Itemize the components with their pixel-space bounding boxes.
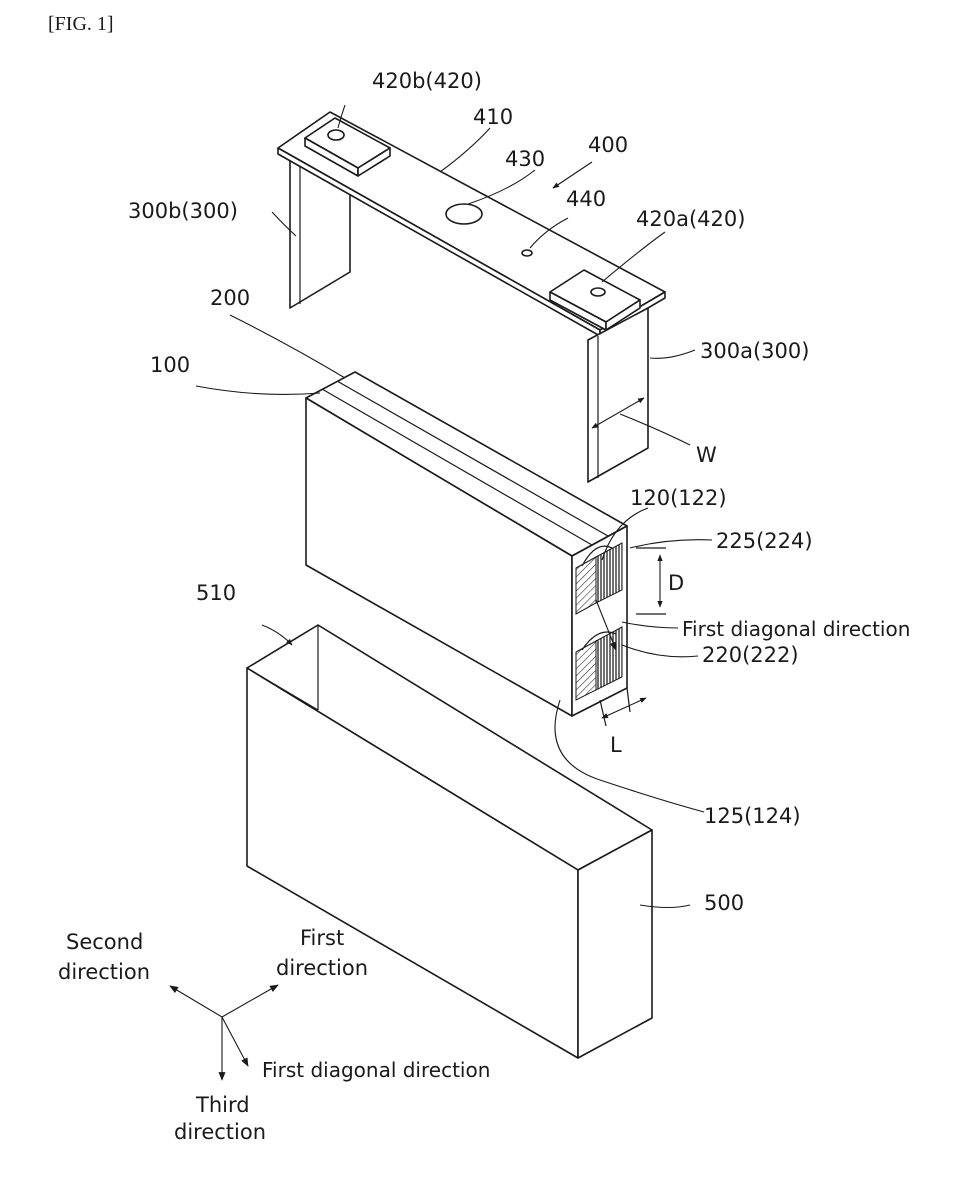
label-430: 430 bbox=[505, 147, 545, 171]
label-220: 220(222) bbox=[702, 643, 799, 667]
label-200: 200 bbox=[210, 286, 250, 310]
label-l: L bbox=[610, 733, 622, 757]
label-440: 440 bbox=[566, 187, 606, 211]
label-125: 125(124) bbox=[704, 804, 801, 828]
label-225: 225(224) bbox=[716, 529, 813, 553]
case-end-face bbox=[578, 830, 652, 1058]
uncoated-region-125 bbox=[576, 641, 596, 700]
label-400: 400 bbox=[588, 133, 628, 157]
label-w: W bbox=[696, 443, 717, 467]
label-420a: 420a(420) bbox=[636, 207, 745, 231]
label-410: 410 bbox=[473, 105, 513, 129]
axis-first-line2: direction bbox=[276, 956, 368, 980]
label-510: 510 bbox=[196, 581, 236, 605]
terminal-hole-420b bbox=[328, 130, 344, 140]
figure-label: [FIG. 1] bbox=[48, 13, 114, 35]
label-420b: 420b(420) bbox=[372, 69, 482, 93]
first-direction-arrow bbox=[222, 985, 278, 1017]
terminal-hole-420a bbox=[591, 288, 605, 296]
axis-second-line1: Second bbox=[66, 930, 143, 954]
axis-diagonal: First diagonal direction bbox=[262, 1058, 490, 1082]
opening-510-arrow bbox=[262, 625, 292, 645]
label-first-diagonal: First diagonal direction bbox=[682, 617, 910, 641]
length-dimension-arrow bbox=[602, 698, 646, 718]
axis-first-line1: First bbox=[300, 926, 344, 950]
label-120: 120(122) bbox=[630, 486, 727, 510]
vent-430 bbox=[446, 204, 482, 224]
axis-second-line2: direction bbox=[58, 960, 150, 984]
label-300b: 300b(300) bbox=[128, 199, 238, 223]
axis-third-line1: Third bbox=[195, 1093, 250, 1117]
second-direction-arrow bbox=[170, 986, 222, 1017]
injection-hole-440 bbox=[522, 250, 532, 256]
label-300a: 300a(300) bbox=[700, 339, 809, 363]
first-diagonal-direction-arrow bbox=[222, 1017, 248, 1066]
label-d: D bbox=[668, 571, 684, 595]
label-100: 100 bbox=[150, 353, 190, 377]
axis-third-line2: direction bbox=[174, 1120, 266, 1144]
label-500: 500 bbox=[704, 891, 744, 915]
